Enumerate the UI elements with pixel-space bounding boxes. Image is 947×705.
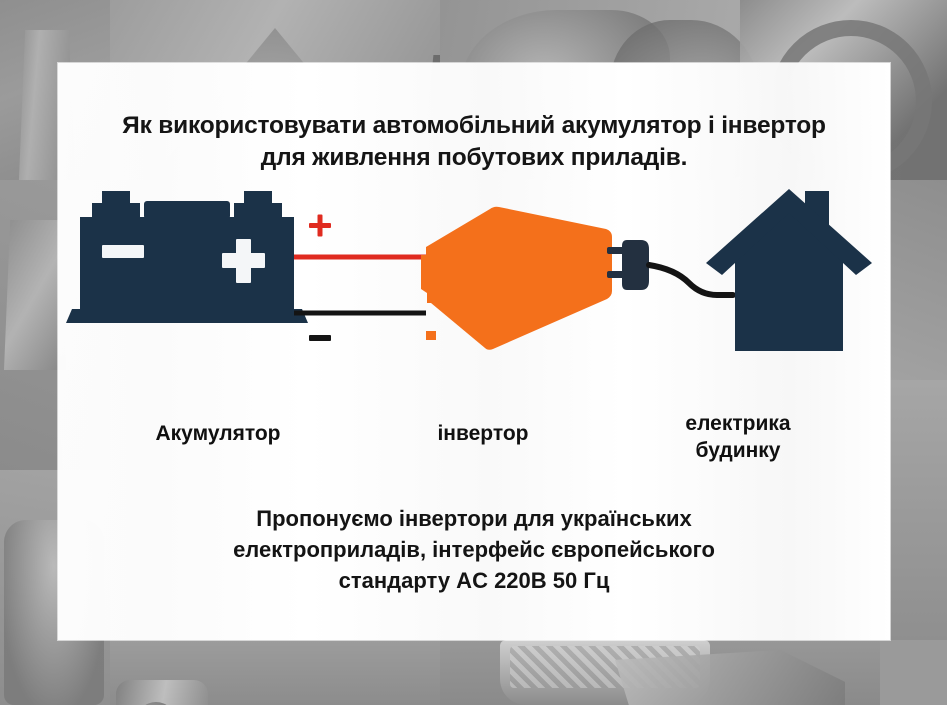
negative-sign-icon [309,335,331,341]
bg-tile-kettle [110,640,440,705]
system-diagram [58,183,890,433]
battery-negative-symbol [102,245,144,258]
battery-illustration [66,191,308,323]
bg-tile-right-lower [880,380,947,640]
label-house-electricity: електрика будинку [613,411,863,465]
label-house-line-2: будинку [695,438,781,462]
footer-text: Пропонуємо інвертори для українських еле… [108,503,840,597]
title-line-2: для живлення побутових приладів. [260,144,688,172]
inverter-illustration [421,206,612,350]
footer-line-1: Пропонуємо інвертори для українських [256,506,692,531]
battery-positive-symbol [222,239,265,283]
label-inverter: інвертор [437,422,529,445]
bg-tile-corner [880,640,947,705]
title-line-1: Як використовувати автомобільний акумуля… [122,112,826,139]
house-illustration [706,189,872,351]
label-battery: Акумулятор [155,422,281,445]
positive-sign-icon [309,214,331,237]
bg-tile-carafe-iron [440,640,880,705]
footer-line-2: електроприладів, інтерфейс європейського [233,537,715,563]
diagram-svg [66,189,872,351]
content-panel: Як використовувати автомобільний акумуля… [58,63,890,640]
power-cord [646,262,736,298]
page-title: Як використовувати автомобільний акумуля… [88,110,860,175]
bg-tile-right-upper [880,180,947,380]
footer-line-3: стандарту AC 220В 50 Гц [338,568,610,594]
label-house-line-1: електрика [685,412,791,435]
euro-plug-icon [607,240,649,290]
